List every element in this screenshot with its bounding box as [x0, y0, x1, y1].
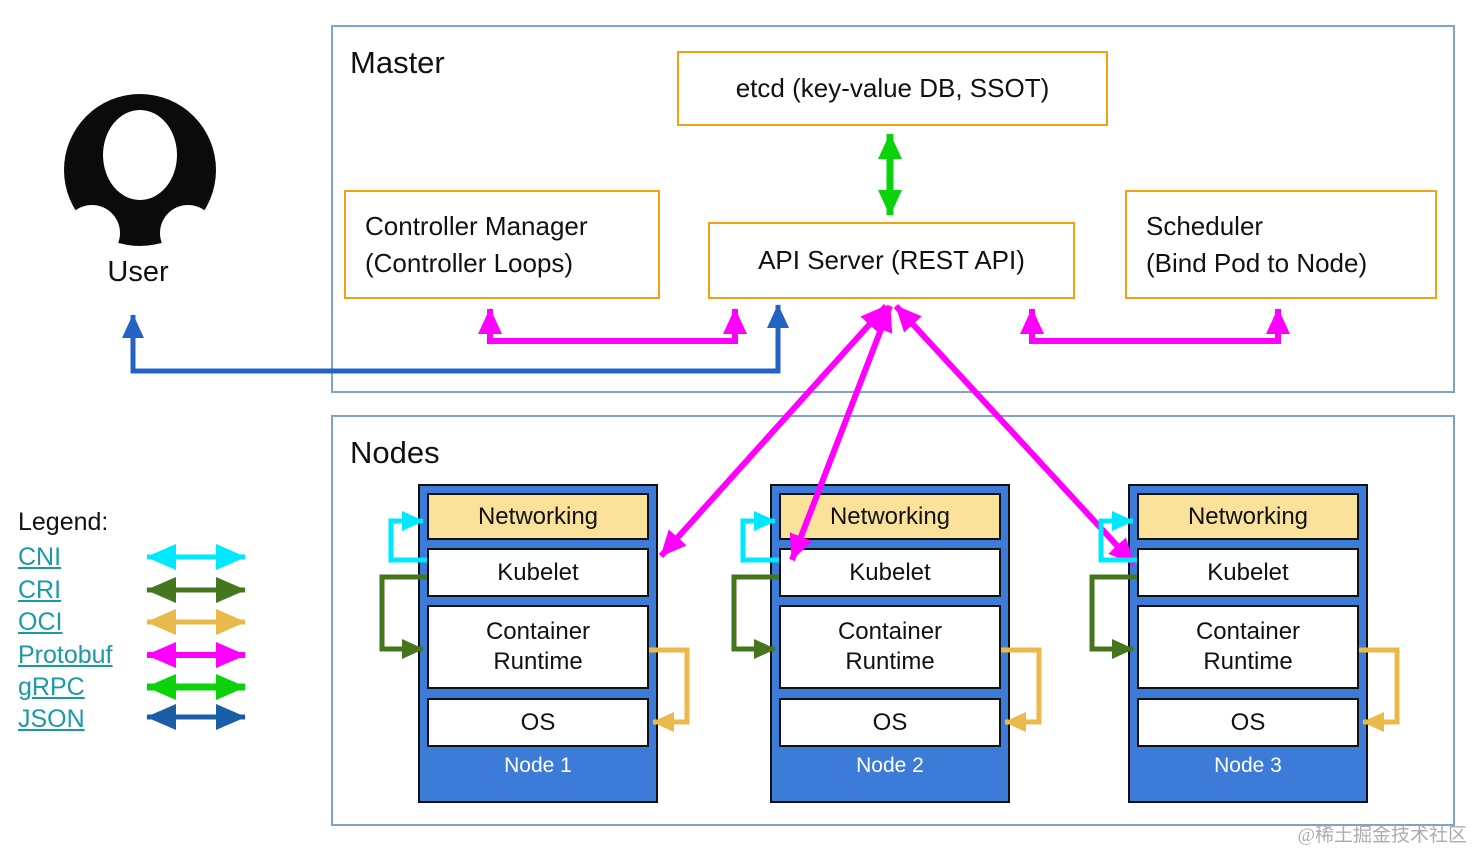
controller-manager-label-line1: Controller Manager [365, 211, 588, 242]
legend-link-protobuf[interactable]: Protobuf [18, 641, 113, 669]
container-runtime-label: Container Runtime [837, 618, 943, 675]
container-runtime-label: Container Runtime [485, 618, 591, 675]
node-1-os-box: OS [427, 698, 649, 747]
container-runtime-label: Container Runtime [1195, 618, 1301, 675]
master-frame: Master [331, 25, 1455, 393]
legend-link-cri[interactable]: CRI [18, 576, 62, 604]
networking-label: Networking [477, 502, 599, 530]
os-label: OS [1230, 708, 1266, 736]
networking-label: Networking [829, 502, 951, 530]
node-2-kubelet-box: Kubelet [779, 548, 1001, 597]
controller-manager-label-line2: (Controller Loops) [365, 247, 574, 278]
nodes-title: Nodes [350, 435, 440, 470]
kubelet-label: Kubelet [849, 558, 931, 586]
node-1-name: Node 1 [504, 754, 572, 777]
node-1: Networking Kubelet Container Runtime OS … [418, 484, 658, 803]
legend-link-cni[interactable]: CNI [18, 543, 62, 571]
user-label: User [107, 256, 169, 288]
node-2-name: Node 2 [856, 754, 924, 777]
os-label: OS [520, 708, 556, 736]
node-3-os-box: OS [1137, 698, 1359, 747]
kubelet-label: Kubelet [1207, 558, 1289, 586]
node-3: Networking Kubelet Container Runtime OS … [1128, 484, 1368, 803]
etcd-box: etcd (key-value DB, SSOT) [677, 51, 1108, 126]
node-1-networking-box: Networking [427, 493, 649, 540]
legend-link-json[interactable]: JSON [18, 705, 85, 733]
scheduler-label-line1: Scheduler [1146, 211, 1264, 242]
node-3-networking-box: Networking [1137, 493, 1359, 540]
scheduler-label-line2: (Bind Pod to Node) [1146, 247, 1368, 278]
master-title: Master [350, 45, 445, 80]
scheduler-box: Scheduler (Bind Pod to Node) [1125, 190, 1437, 299]
kubelet-label: Kubelet [497, 558, 579, 586]
nodes-frame: Nodes [331, 415, 1455, 826]
node-1-kubelet-box: Kubelet [427, 548, 649, 597]
legend-link-grpc[interactable]: gRPC [18, 673, 85, 701]
user-icon [64, 94, 216, 252]
api-server-label: API Server (REST API) [758, 245, 1025, 276]
node-2-networking-box: Networking [779, 493, 1001, 540]
api-server-box: API Server (REST API) [708, 222, 1075, 299]
node-2-container-runtime-box: Container Runtime [779, 605, 1001, 689]
networking-label: Networking [1187, 502, 1309, 530]
node-3-container-runtime-box: Container Runtime [1137, 605, 1359, 689]
node-2: Networking Kubelet Container Runtime OS … [770, 484, 1010, 803]
legend-title: Legend: [18, 508, 109, 536]
node-3-kubelet-box: Kubelet [1137, 548, 1359, 597]
os-label: OS [872, 708, 908, 736]
node-1-container-runtime-box: Container Runtime [427, 605, 649, 689]
watermark: @稀土掘金技术社区 [1297, 825, 1468, 846]
etcd-label: etcd (key-value DB, SSOT) [735, 73, 1050, 104]
node-3-name: Node 3 [1214, 754, 1282, 777]
legend-link-oci[interactable]: OCI [18, 608, 63, 636]
controller-manager-box: Controller Manager (Controller Loops) [344, 190, 660, 299]
node-2-os-box: OS [779, 698, 1001, 747]
